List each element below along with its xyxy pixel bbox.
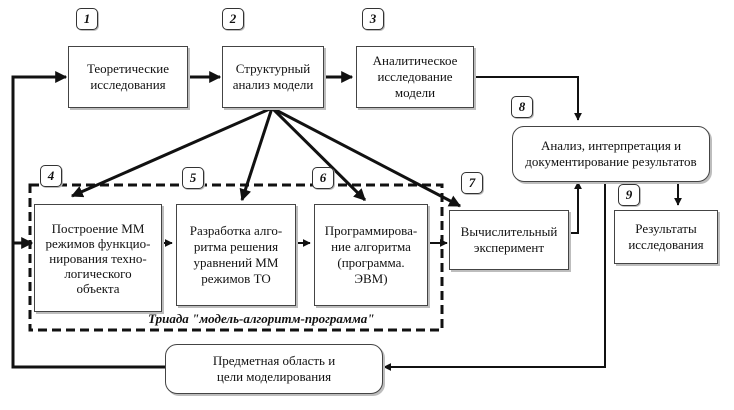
node-computational-experiment: Вычислительный эксперимент xyxy=(449,210,569,270)
node-number-8: 8 xyxy=(511,96,533,118)
node-number-9: 9 xyxy=(618,184,640,206)
node-theoretical-research: Теоретические исследования xyxy=(68,46,188,108)
edge-3-8 xyxy=(475,76,582,121)
node-research-results: Результаты исследования xyxy=(614,210,718,264)
edge-8-domain xyxy=(383,182,606,371)
node-algorithm-development: Разработка алго- ритма решения уравнений… xyxy=(176,204,296,306)
node-number-7: 7 xyxy=(461,172,483,194)
node-analytical-research: Аналитическое исследование модели xyxy=(356,46,474,108)
triad-frame xyxy=(28,183,444,332)
node-analysis-documentation: Анализ, интерпретация и документирование… xyxy=(512,126,710,182)
node-number-6: 6 xyxy=(312,167,334,189)
node-number-1: 1 xyxy=(76,8,98,30)
node-build-model: Построение ММ режимов функцио- нирования… xyxy=(34,204,162,312)
node-programming: Программирова- ние алгоритма (программа.… xyxy=(314,204,428,306)
node-number-4: 4 xyxy=(40,165,62,187)
triad-caption: Триада "модель-алгоритм-программа" xyxy=(148,311,375,326)
edge-2-7 xyxy=(271,106,462,208)
edge-7-8 xyxy=(570,181,582,234)
node-number-5: 5 xyxy=(182,167,204,189)
edge-2-4 xyxy=(70,106,273,198)
edge-domain-1 xyxy=(11,71,165,369)
edge-2-5 xyxy=(239,107,274,202)
node-number-2: 2 xyxy=(222,8,244,30)
node-subject-domain: Предметная область и цели моделирования xyxy=(165,344,383,394)
edge-2-6 xyxy=(270,106,367,202)
node-number-3: 3 xyxy=(362,8,384,30)
node-structural-analysis: Структурный анализ модели xyxy=(222,46,324,108)
